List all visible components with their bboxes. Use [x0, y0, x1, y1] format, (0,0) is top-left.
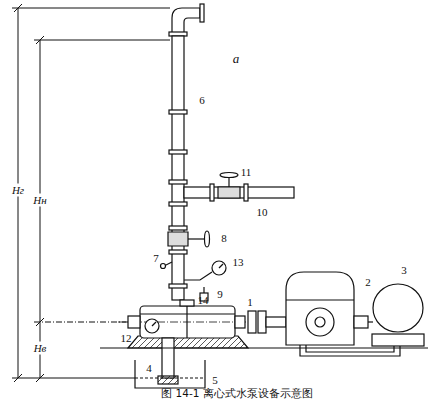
callout-number: 8 — [221, 233, 227, 244]
callout-number: 11 — [241, 167, 252, 178]
callout-number: 7 — [153, 253, 159, 264]
dimension-lines — [12, 8, 170, 378]
callout-number: 9 — [217, 289, 223, 300]
suction-and-tank — [135, 338, 205, 388]
callout-number: 10 — [257, 207, 268, 218]
callout-number: 14 — [198, 295, 209, 306]
dimension-label: Hв — [33, 342, 48, 355]
callout-number: 4 — [146, 363, 152, 374]
callout-number: a — [233, 52, 240, 65]
pump-body — [118, 300, 290, 348]
callout-number: 3 — [401, 265, 407, 276]
callout-number: 1 — [247, 297, 253, 308]
drive-units — [100, 272, 428, 356]
callout-number: 13 — [233, 257, 244, 268]
callout-number: 2 — [365, 277, 371, 288]
dimension-label: Hг — [11, 184, 25, 197]
callout-number: 6 — [199, 95, 205, 106]
discharge-pipe — [161, 4, 295, 301]
callout-number: 5 — [212, 375, 218, 386]
figure-caption: 图 14-1 离心式水泵设备示意图 — [161, 387, 313, 400]
callout-number: 12 — [121, 333, 132, 344]
dimension-label: Hн — [32, 194, 47, 207]
